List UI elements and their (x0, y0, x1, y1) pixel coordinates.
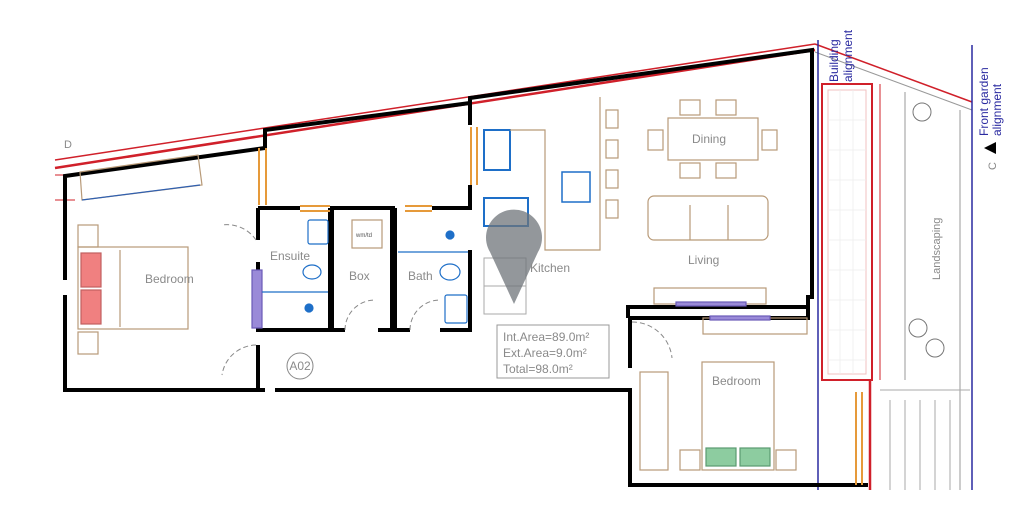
room-label-living: Living (688, 253, 719, 267)
building-alignment-label: Building (827, 39, 841, 82)
bedroom-2-furniture (639, 315, 808, 471)
doors (221, 224, 673, 376)
shrub-icon (912, 102, 932, 122)
section-arrow-icon (984, 142, 996, 154)
front-garden-label-2: alignment (990, 83, 1004, 136)
external-area: Ext.Area=9.0m² (503, 346, 587, 360)
section-mark-d: D (64, 139, 72, 151)
windows (258, 127, 863, 485)
walls (63, 47, 868, 487)
total-area: Total=98.0m² (503, 362, 573, 376)
room-label-bath: Bath (408, 269, 433, 283)
shrub-icon (908, 318, 928, 338)
room-label-ensuite: Ensuite (270, 249, 310, 263)
internal-area: Int.Area=89.0m² (503, 330, 589, 344)
ensuite-fixtures (262, 219, 468, 324)
room-label-box: Box (349, 269, 370, 283)
section-mark-c: C (987, 162, 999, 170)
room-label-kitchen: Kitchen (530, 261, 570, 275)
dining-living-furniture (647, 99, 778, 307)
room-tag: A02 (289, 359, 311, 373)
bedroom-1-furniture (77, 154, 263, 355)
terrace (821, 83, 970, 490)
shrub-icon (925, 338, 945, 358)
building-alignment-label-2: alignment (841, 29, 855, 82)
room-label-bedroom-2: Bedroom (712, 374, 761, 388)
area-summary-box (496, 324, 610, 379)
front-garden-label: Front garden (977, 67, 991, 136)
room-tag-circle (286, 352, 314, 380)
location-pin-icon (486, 209, 542, 304)
room-label-bedroom-1: Bedroom (145, 272, 194, 286)
room-label-dining: Dining (692, 132, 726, 146)
label-wm-td: wm/td (355, 233, 372, 239)
room-label-landscaping: Landscaping (931, 218, 943, 280)
